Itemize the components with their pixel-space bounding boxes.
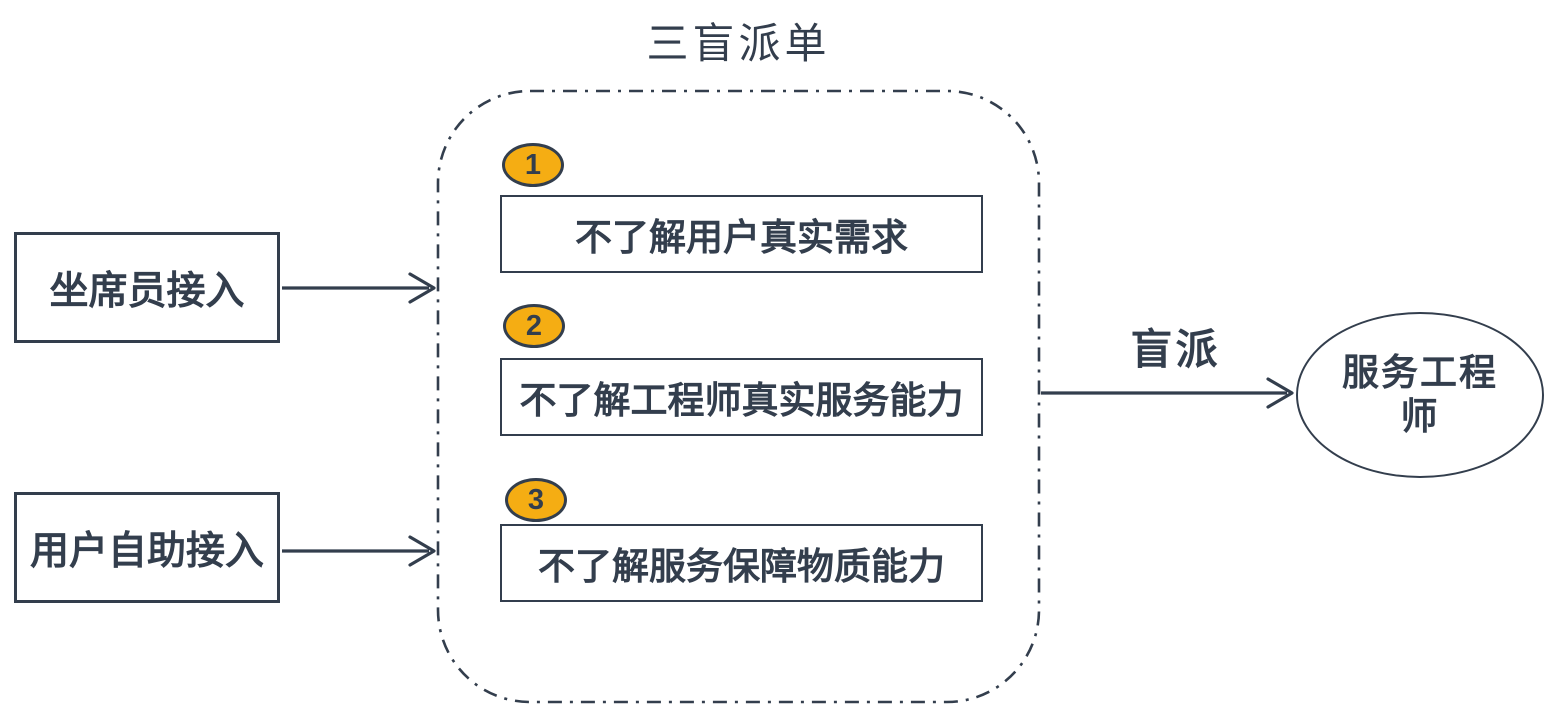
blind-item-1: 不了解用户真实需求 bbox=[500, 195, 983, 273]
output-node-service-engineer: 服务工程师 bbox=[1296, 312, 1544, 478]
arrow-label-blind-dispatch: 盲派 bbox=[1130, 326, 1221, 373]
arrow-container-to-engineer bbox=[1041, 377, 1294, 409]
blind-item-2: 不了解工程师真实服务能力 bbox=[500, 358, 983, 436]
number-badge-2-text: 2 bbox=[525, 309, 543, 342]
blind-item-3: 不了解服务保障物质能力 bbox=[500, 524, 983, 602]
arrow-agent-to-container bbox=[282, 272, 436, 304]
number-badge-2: 2 bbox=[503, 304, 565, 348]
input-node-selfservice-access: 用户自助接入 bbox=[14, 492, 280, 603]
number-badge-1: 1 bbox=[502, 143, 564, 187]
number-badge-1-text: 1 bbox=[524, 148, 542, 181]
number-badge-3-text: 3 bbox=[527, 483, 545, 516]
diagram-title: 三盲派单 bbox=[646, 20, 831, 67]
blind-item-2-label: 不了解工程师真实服务能力 bbox=[519, 380, 964, 421]
arrow-selfservice-to-container bbox=[282, 535, 436, 567]
blind-item-1-label: 不了解用户真实需求 bbox=[575, 217, 908, 258]
input-node-selfservice-access-label: 用户自助接入 bbox=[29, 529, 264, 573]
output-node-service-engineer-label: 服务工程师 bbox=[1342, 351, 1498, 437]
blind-item-3-label: 不了解服务保障物质能力 bbox=[538, 546, 945, 587]
input-node-agent-access: 坐席员接入 bbox=[14, 232, 280, 343]
blind-dispatch-container-outline bbox=[436, 89, 1041, 704]
input-node-agent-access-label: 坐席员接入 bbox=[49, 269, 245, 313]
number-badge-3: 3 bbox=[505, 478, 567, 522]
